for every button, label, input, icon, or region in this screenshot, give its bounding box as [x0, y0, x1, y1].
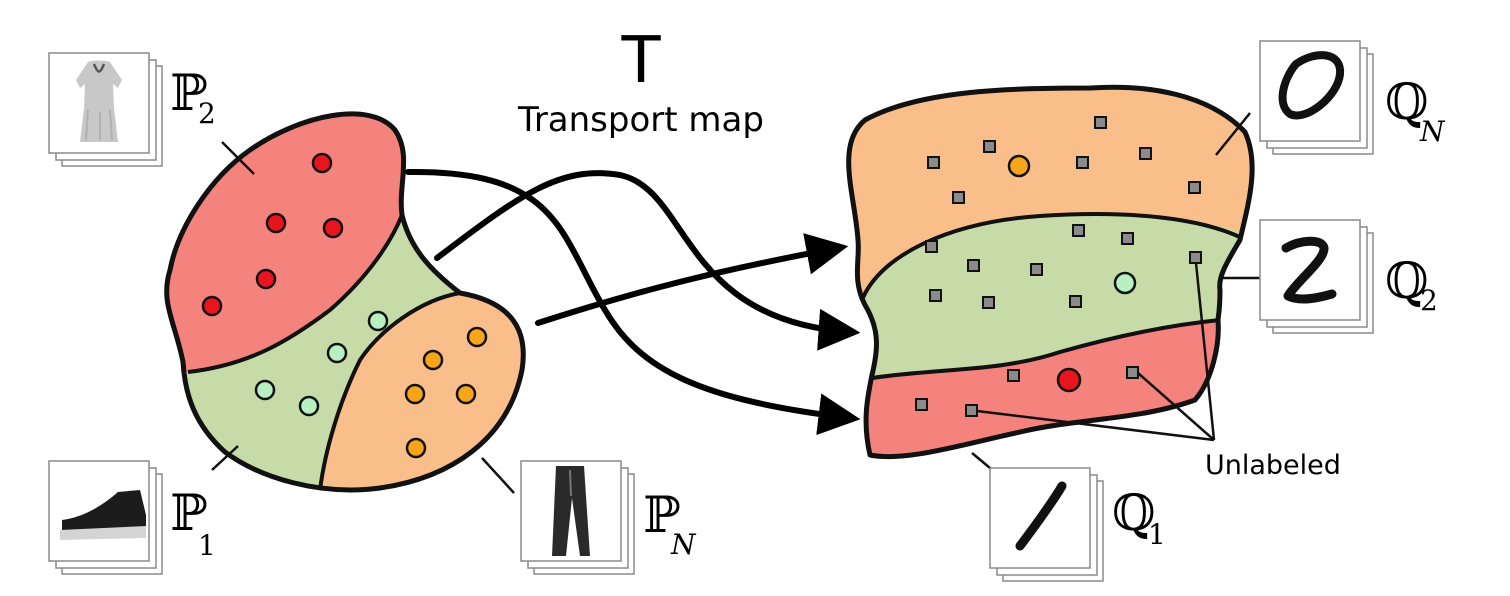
label-qn: ℚ N — [1385, 73, 1446, 148]
point — [1121, 232, 1134, 245]
point — [1007, 369, 1020, 382]
point — [983, 140, 996, 153]
transport-arrows — [405, 168, 861, 436]
point — [422, 349, 444, 371]
point — [326, 342, 348, 364]
label-q2-index: 2 — [1420, 284, 1438, 317]
digit-1-image — [1015, 481, 1067, 551]
point — [255, 268, 277, 290]
point — [967, 259, 980, 272]
label-q1-index: 1 — [1148, 518, 1166, 551]
source-blob — [164, 111, 526, 493]
point — [965, 404, 978, 417]
label-q1-symbol: ℚ — [1112, 484, 1156, 542]
source-red-points — [201, 152, 344, 317]
point — [404, 383, 426, 405]
thumbnail-stack-p2 — [48, 52, 163, 167]
point — [311, 152, 333, 174]
thumbnail-stack-pn — [520, 460, 635, 575]
label-pn-index: N — [670, 528, 697, 561]
transport-caption: Transport map — [517, 100, 764, 140]
thumbnail-stack-q2 — [1259, 219, 1374, 334]
trousers-image — [552, 466, 590, 556]
label-p2-symbol: ℙ — [170, 64, 208, 122]
point — [927, 156, 940, 169]
label-p1-symbol: ℙ — [170, 484, 208, 542]
label-q1: ℚ 1 — [1112, 484, 1166, 551]
point — [1139, 147, 1152, 160]
point — [1189, 251, 1202, 264]
label-q2-symbol: ℚ — [1385, 252, 1429, 310]
source-green-points — [254, 310, 389, 417]
thumbnail-stack-p1 — [48, 460, 163, 575]
point — [1188, 181, 1201, 194]
label-pn: ℙ N — [643, 486, 697, 561]
point — [466, 326, 488, 348]
point — [265, 212, 287, 234]
point — [1069, 295, 1082, 308]
point — [405, 437, 427, 459]
digit-0-image — [1278, 51, 1345, 120]
label-qn-index: N — [1419, 115, 1446, 148]
target-orange-labeled-point — [1007, 154, 1031, 178]
label-p1-index: 1 — [198, 529, 216, 562]
point — [915, 398, 928, 411]
point — [1126, 366, 1139, 379]
label-qn-symbol: ℚ — [1385, 73, 1429, 131]
point — [298, 395, 320, 417]
point — [1072, 224, 1085, 237]
label-p2-index: 2 — [198, 97, 216, 130]
arrow-orange-to-orange — [535, 233, 849, 326]
point — [929, 289, 942, 302]
unlabeled-label: Unlabeled — [1205, 450, 1341, 481]
target-red-labeled-point — [1056, 367, 1082, 393]
label-pn-symbol: ℙ — [643, 486, 681, 544]
transport-symbol: T — [620, 24, 661, 98]
thumbnail-stack-q1 — [989, 467, 1104, 582]
dress-image — [76, 60, 122, 142]
label-p2: ℙ 2 — [170, 64, 216, 130]
target-green-labeled-point — [1113, 271, 1137, 295]
sneaker-image — [60, 490, 146, 540]
arrow-red-to-red — [405, 168, 861, 436]
point — [1030, 263, 1043, 276]
point — [367, 310, 389, 332]
label-p1: ℙ 1 — [170, 484, 216, 562]
point — [1076, 156, 1089, 169]
target-unlabeled-points — [915, 116, 1202, 417]
source-orange-points — [404, 326, 488, 459]
point — [982, 296, 995, 309]
point — [254, 379, 276, 401]
point — [455, 383, 477, 405]
digit-2-image — [1281, 236, 1337, 304]
point — [925, 240, 938, 253]
point — [952, 191, 965, 204]
arrow-green-to-green — [434, 170, 861, 351]
target-blob — [846, 84, 1255, 460]
point — [1094, 116, 1107, 129]
point — [322, 217, 344, 239]
leader-lines — [211, 112, 1262, 494]
label-q2: ℚ 2 — [1385, 252, 1438, 317]
point — [201, 295, 223, 317]
thumbnail-stack-qn — [1259, 40, 1374, 155]
